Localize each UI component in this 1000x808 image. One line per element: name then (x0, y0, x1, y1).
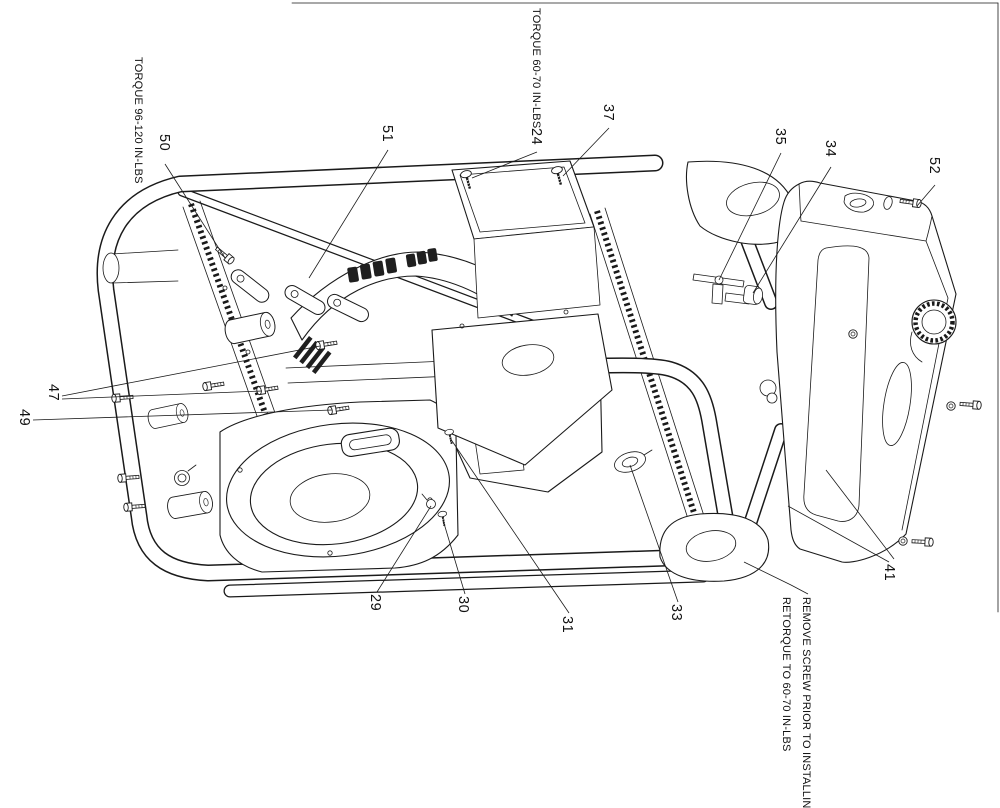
callout-29: 29 (367, 594, 383, 611)
callout-31: 31 (559, 616, 575, 633)
callout-51: 51 (379, 125, 395, 142)
fuel-tank (775, 180, 982, 563)
callout-34: 34 (822, 140, 838, 157)
panel-vent-slats (292, 336, 332, 375)
hose-clamp (174, 464, 197, 486)
control-panel (285, 248, 561, 384)
recoil-pull-handle (340, 427, 400, 457)
fuel-line-elbow (759, 379, 778, 404)
callout-35: 35 (772, 128, 788, 145)
callout-labels: 50 51 24 37 35 34 52 47 49 29 30 31 33 4… (16, 104, 942, 633)
fuel-valve (692, 273, 763, 305)
callout-49: 49 (16, 409, 32, 426)
callout-41: 41 (881, 564, 897, 581)
note-remove-screw-line2: RETORQUE TO 60-70 IN-LBS (780, 597, 792, 752)
callout-24: 24 (528, 128, 544, 145)
note-torque-96-120: TORQUE 96-120 IN-LBS (132, 57, 144, 184)
callout-30: 30 (455, 596, 471, 613)
panel-screw-50 (213, 244, 236, 266)
callout-37: 37 (600, 104, 616, 121)
leader-lines (32, 127, 936, 614)
small-parts (146, 266, 778, 528)
fuel-cap (910, 299, 957, 363)
callout-33: 33 (668, 604, 684, 621)
callout-50: 50 (156, 134, 172, 151)
corner-gussets (659, 160, 796, 582)
tank-grommet-33 (614, 449, 653, 473)
panel-outlets (347, 248, 438, 283)
valve-bushing-34 (742, 285, 763, 305)
recoil-starter (219, 399, 459, 573)
sheet-border (291, 2, 999, 613)
callout-47: 47 (45, 384, 61, 401)
callout-52: 52 (926, 157, 942, 174)
rear-mounting-rail (589, 207, 714, 551)
note-remove-screw-line1: REMOVE SCREW PRIOR TO INSTALLING (800, 597, 812, 808)
note-torque-60-70: TORQUE 60-70 IN-LBS (530, 8, 542, 128)
muffler-bracket (431, 160, 613, 466)
carb-fitting-29-30 (421, 493, 450, 528)
torque-notes: TORQUE 96-120 IN-LBS TORQUE 60-70 IN-LBS… (132, 8, 812, 808)
